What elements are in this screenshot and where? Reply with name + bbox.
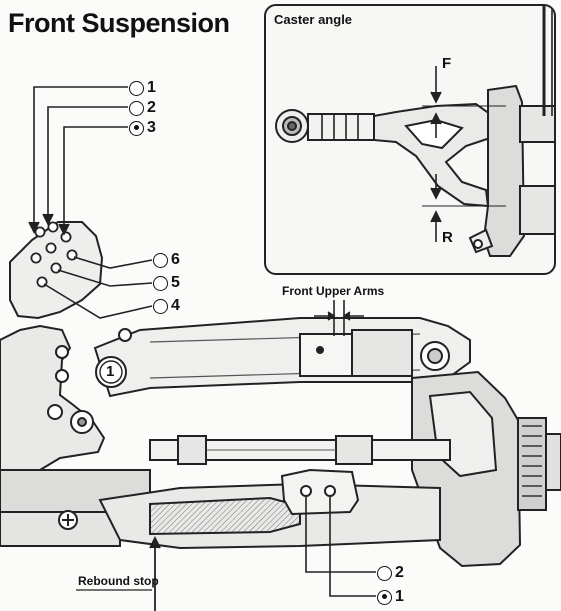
leader-lines-lower [305,496,376,597]
option-number: 6 [171,251,180,268]
option-circle [153,252,168,268]
leader-lines-mount [43,256,153,319]
part-badge-number: 1 [106,363,115,380]
option-circle [153,275,168,291]
option-circle [377,565,392,581]
leader-lines-upper [28,86,128,236]
chassis-pivots [47,328,132,434]
inset-title: Caster angle [274,12,353,27]
front-upper-arm [93,317,471,398]
option-number: 4 [171,297,180,314]
caster-angle-inset: Caster angle [264,4,556,275]
mount-position-4: 4 [153,298,180,314]
part-badge [95,356,127,388]
mount-position-5: 5 [153,275,180,291]
option-circle [153,298,168,314]
rear-label: R [442,229,453,246]
caster-diagram [275,6,554,257]
front-lower-arm [58,468,441,550]
option-number: 5 [171,274,180,291]
lower-position-1: 1 [377,589,404,605]
mount-position-6: 6 [153,252,180,268]
option-number: 2 [147,99,156,116]
option-number: 2 [395,564,404,581]
upper-arm-dimension [314,300,364,336]
option-circle [129,80,144,96]
lower-position-2: 2 [377,565,404,581]
option-circle [129,100,144,116]
rebound-stop-label: Rebound stop [78,574,159,588]
option-number: 1 [147,79,156,96]
option-number: 3 [147,119,156,136]
upper-position-1: 1 [129,80,156,96]
upper-position-2: 2 [129,100,156,116]
upper-position-3: 3 [129,120,156,136]
selected-option-circle [129,120,144,136]
steering-rod [149,435,451,465]
forward-label: F [442,55,452,72]
selected-option-circle [377,589,392,605]
option-number: 1 [395,588,404,605]
front-upper-arms-label: Front Upper Arms [282,284,385,298]
rebound-stop-marker [76,535,161,611]
page-title: Front Suspension [8,8,230,38]
